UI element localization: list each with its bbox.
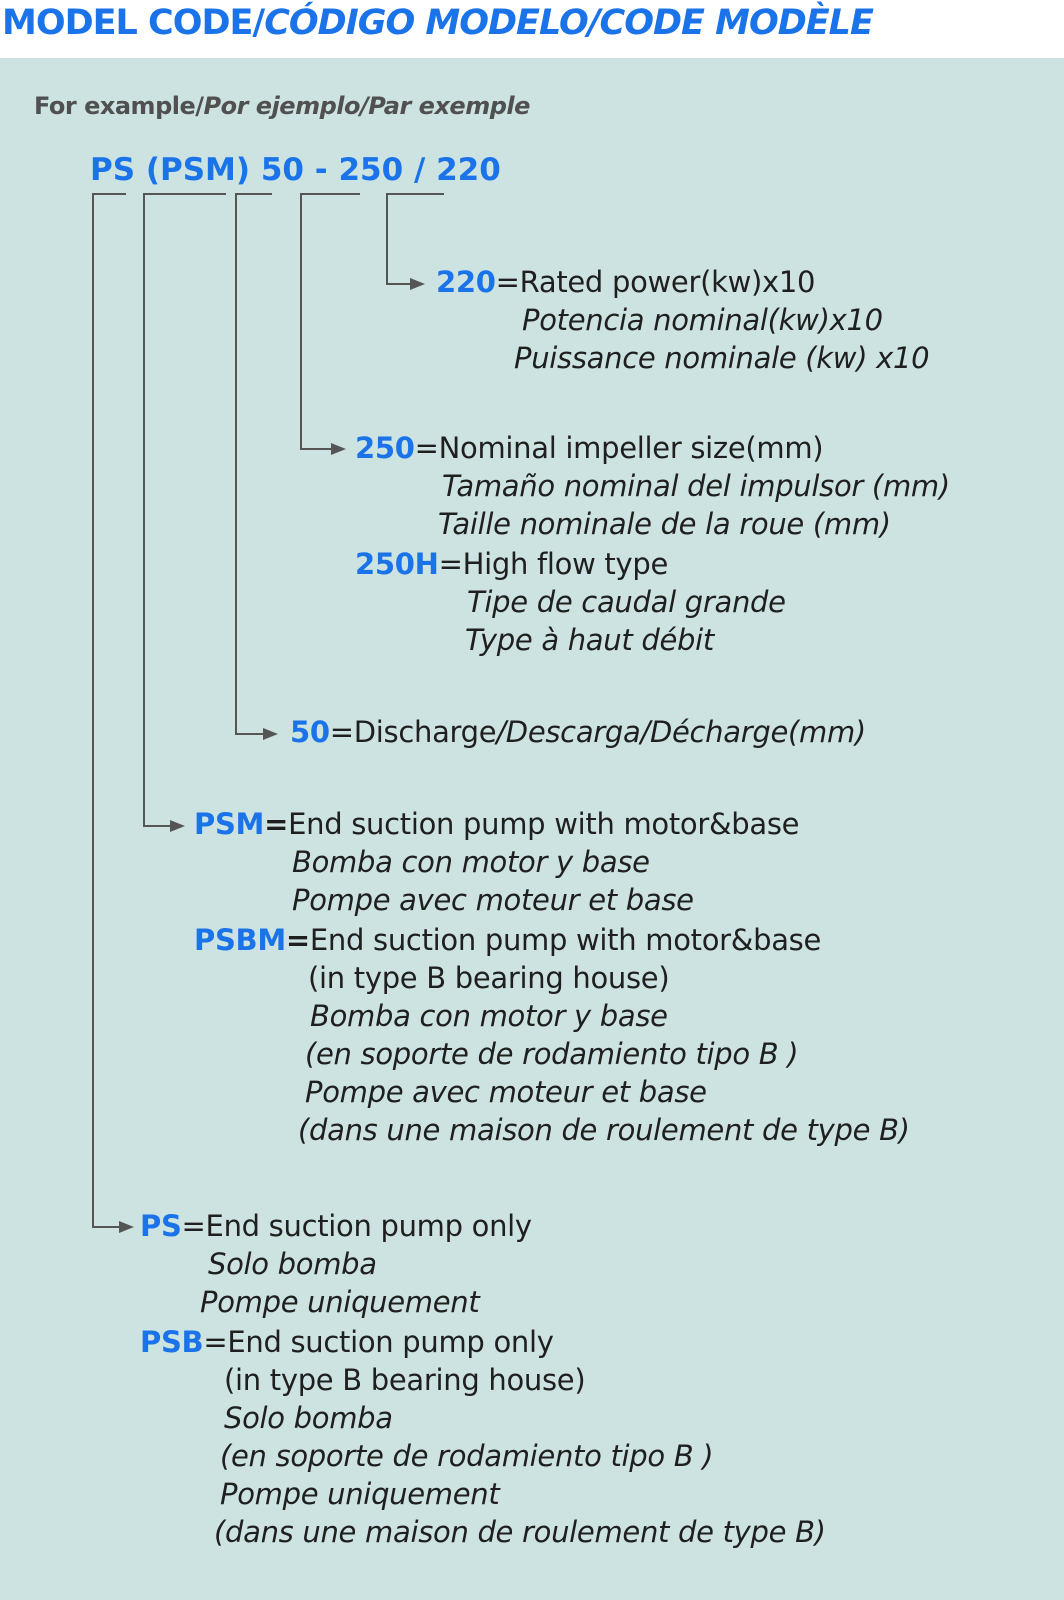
high-flow-fr: Type à haut débit bbox=[465, 623, 714, 657]
ps-es: Solo bomba bbox=[208, 1247, 377, 1281]
power-es: Potencia nominal(kw)x10 bbox=[522, 303, 883, 337]
arrow-50-icon bbox=[263, 728, 278, 740]
power-key: 220 bbox=[436, 265, 496, 299]
psb-fr: Pompe uniquement bbox=[220, 1477, 500, 1511]
psbm-es2: (en soporte de rodamiento tipo B ) bbox=[305, 1037, 799, 1071]
high-flow-es: Tipe de caudal grande bbox=[467, 585, 786, 619]
arrow-250-icon bbox=[331, 443, 346, 455]
connector-ps bbox=[92, 193, 130, 1228]
psbm-en2: (in type B bearing house) bbox=[308, 961, 670, 995]
psbm-fr: Pompe avec moteur et base bbox=[305, 1075, 707, 1109]
high-flow-line-en: 250H=High flow type bbox=[355, 546, 668, 582]
title-italic: CÓDIGO MODELO/CODE MODÈLE bbox=[264, 3, 874, 43]
psb-key: PSB bbox=[140, 1325, 204, 1359]
psb-es: Solo bomba bbox=[224, 1401, 393, 1435]
impeller-fr: Taille nominale de la roue (mm) bbox=[438, 507, 891, 541]
discharge-key: 50 bbox=[290, 715, 330, 749]
example-label-en: For example/ bbox=[34, 92, 204, 120]
impeller-line-en: 250=Nominal impeller size(mm) bbox=[355, 430, 824, 466]
example-label-multi: Por ejemplo/Par exemple bbox=[203, 92, 531, 120]
psm-eq: = bbox=[264, 807, 289, 841]
power-fr: Puissance nominale (kw) x10 bbox=[514, 341, 930, 375]
ps-key: PS bbox=[140, 1209, 182, 1243]
psbm-key: PSBM bbox=[194, 923, 286, 957]
connector-psm bbox=[143, 193, 226, 827]
psm-en: End suction pump with motor&base bbox=[288, 807, 800, 841]
connector-220 bbox=[386, 193, 444, 285]
ps-fr: Pompe uniquement bbox=[200, 1285, 480, 1319]
impeller-key: 250 bbox=[355, 431, 415, 465]
psb-en2: (in type B bearing house) bbox=[224, 1363, 586, 1397]
high-flow-key: 250H bbox=[355, 547, 439, 581]
connector-250 bbox=[300, 193, 360, 450]
example-label: For example/Por ejemplo/Par exemple bbox=[34, 92, 530, 120]
discharge-multi: /Descarga/Décharge(mm) bbox=[496, 715, 866, 749]
power-line-en: 220=Rated power(kw)x10 bbox=[436, 264, 816, 300]
psm-es: Bomba con motor y base bbox=[292, 845, 650, 879]
psm-key: PSM bbox=[194, 807, 265, 841]
page-title: MODEL CODE/CÓDIGO MODELO/CODE MODÈLE bbox=[2, 0, 874, 50]
discharge-line: 50=Discharge/Descarga/Décharge(mm) bbox=[290, 714, 866, 750]
ps-line-en: PS=End suction pump only bbox=[140, 1208, 532, 1244]
connector-50 bbox=[235, 193, 272, 735]
discharge-en: =Discharge bbox=[329, 715, 497, 749]
psb-line-en: PSB=End suction pump only bbox=[140, 1324, 554, 1360]
high-flow-en: =High flow type bbox=[438, 547, 669, 581]
psm-line-en: PSM=End suction pump with motor&base bbox=[194, 806, 800, 842]
model-code: PS (PSM) 50 - 250 / 220 bbox=[90, 152, 501, 188]
psb-fr2: (dans une maison de roulement de type B) bbox=[214, 1515, 826, 1549]
psbm-fr2: (dans une maison de roulement de type B) bbox=[298, 1113, 910, 1147]
psb-en: =End suction pump only bbox=[203, 1325, 554, 1359]
impeller-en: =Nominal impeller size(mm) bbox=[414, 431, 824, 465]
title-main: MODEL CODE/ bbox=[2, 3, 265, 43]
psbm-line-en: PSBM=End suction pump with motor&base bbox=[194, 922, 821, 958]
ps-en: =End suction pump only bbox=[181, 1209, 533, 1243]
arrow-220-icon bbox=[410, 278, 425, 290]
arrow-ps-icon bbox=[119, 1221, 134, 1233]
psbm-es: Bomba con motor y base bbox=[310, 999, 668, 1033]
psb-es2: (en soporte de rodamiento tipo B ) bbox=[220, 1439, 714, 1473]
psbm-en: End suction pump with motor&base bbox=[309, 923, 822, 957]
psbm-eq: = bbox=[285, 923, 310, 957]
psm-fr: Pompe avec moteur et base bbox=[292, 883, 694, 917]
arrow-psm-icon bbox=[170, 820, 185, 832]
impeller-es: Tamaño nominal del impulsor (mm) bbox=[442, 469, 950, 503]
power-en: =Rated power(kw)x10 bbox=[495, 265, 816, 299]
